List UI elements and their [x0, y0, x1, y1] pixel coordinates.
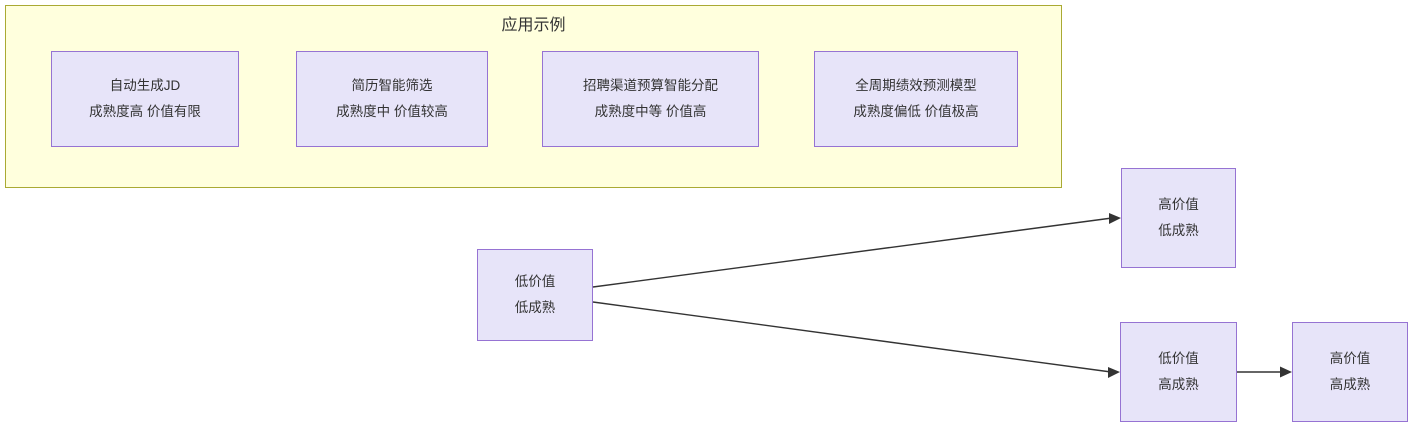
- example-box-resume-screening[interactable]: 简历智能筛选 成熟度中 价值较高: [296, 51, 488, 147]
- example-name: 自动生成JD: [109, 78, 181, 93]
- flow-node-low-value-high-maturity[interactable]: 低价值 高成熟: [1120, 322, 1237, 422]
- flow-node-line1: 高价值: [1329, 351, 1371, 366]
- example-detail: 成熟度高 价值有限: [89, 104, 201, 119]
- flow-node-low-value-low-maturity[interactable]: 低价值 低成熟: [477, 249, 593, 341]
- flow-node-high-value-low-maturity[interactable]: 高价值 低成熟: [1121, 168, 1236, 268]
- example-box-performance-model[interactable]: 全周期绩效预测模型 成熟度偏低 价值极高: [814, 51, 1018, 147]
- edge-low-low-to-low-high: [592, 301, 1120, 378]
- flow-node-line1: 低价值: [1158, 351, 1199, 366]
- example-detail: 成熟度中 价值较高: [336, 104, 448, 119]
- example-detail: 成熟度中等 价值高: [594, 104, 707, 119]
- group-title: 应用示例: [501, 17, 566, 34]
- example-box-channel-budget[interactable]: 招聘渠道预算智能分配 成熟度中等 价值高: [542, 51, 759, 147]
- flow-node-line1: 低价值: [514, 274, 556, 289]
- flow-node-high-value-high-maturity[interactable]: 高价值 高成熟: [1292, 322, 1408, 422]
- edge-low-high-to-high-high: [1237, 366, 1292, 378]
- flow-node-line2: 低成熟: [514, 300, 556, 315]
- example-detail: 成熟度偏低 价值极高: [853, 104, 979, 119]
- example-box-auto-jd[interactable]: 自动生成JD 成熟度高 价值有限: [51, 51, 239, 147]
- flow-node-line1: 高价值: [1158, 197, 1199, 212]
- flow-node-line2: 低成熟: [1158, 223, 1199, 238]
- example-name: 招聘渠道预算智能分配: [583, 78, 718, 93]
- example-name: 简历智能筛选: [351, 78, 433, 93]
- example-name: 全周期绩效预测模型: [855, 78, 977, 93]
- flow-node-line2: 高成熟: [1329, 377, 1371, 392]
- flow-node-line2: 高成熟: [1158, 377, 1199, 392]
- edge-low-low-to-high-low: [592, 213, 1121, 288]
